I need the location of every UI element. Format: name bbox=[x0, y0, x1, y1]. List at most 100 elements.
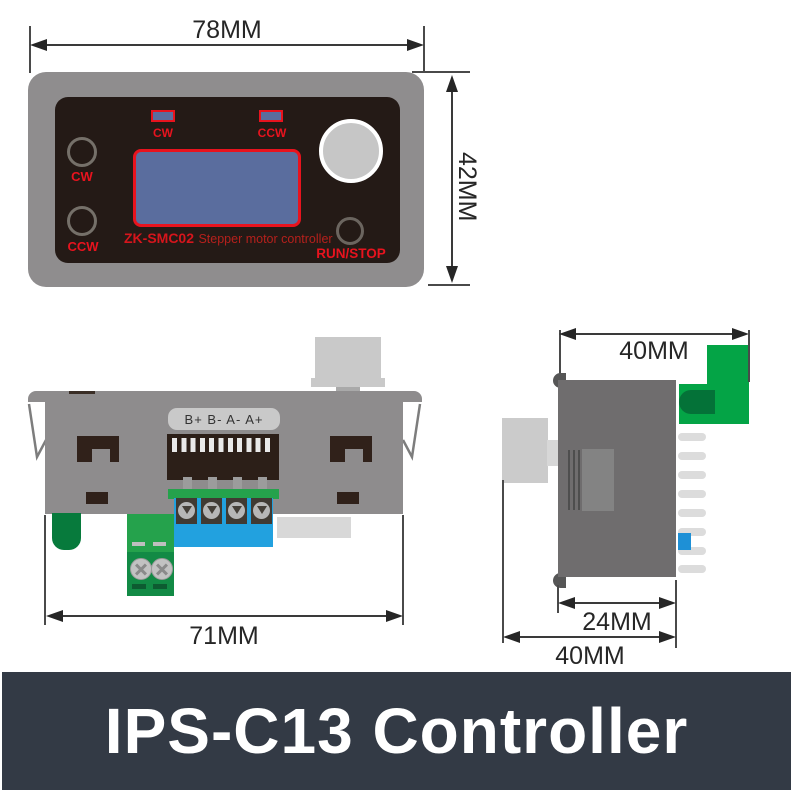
arrow-left-icon bbox=[46, 610, 63, 622]
arrow-left-icon bbox=[30, 39, 47, 51]
arrow-right-icon bbox=[659, 631, 676, 643]
screw-head bbox=[253, 502, 270, 519]
witness-line bbox=[402, 515, 404, 625]
arrow-right-icon bbox=[407, 39, 424, 51]
witness-line bbox=[44, 515, 46, 625]
side-body bbox=[558, 380, 676, 577]
blue-component bbox=[678, 533, 691, 550]
screw-head bbox=[228, 502, 245, 519]
terminal-screw bbox=[201, 498, 222, 524]
ccw-led-label: CCW bbox=[257, 126, 287, 140]
knob-side-neck bbox=[547, 440, 558, 466]
model-text-row: ZK-SMC02 Stepper motor controller bbox=[124, 230, 333, 248]
witness-line bbox=[412, 71, 470, 73]
witness-line bbox=[748, 330, 750, 382]
terminal-labels: B+ B- A- A+ bbox=[184, 411, 264, 427]
dimension-line bbox=[574, 333, 734, 335]
dimension-label: 40MM bbox=[619, 337, 689, 365]
pcb-connector bbox=[679, 390, 715, 414]
mounting-clips bbox=[27, 403, 422, 461]
run-stop-button bbox=[336, 217, 364, 245]
body-inset bbox=[582, 449, 614, 511]
dimension-line bbox=[573, 602, 661, 604]
terminal-name-plate: B+ B- A- A+ bbox=[168, 408, 280, 430]
knob-back-neck bbox=[336, 387, 360, 393]
body-groove bbox=[578, 450, 580, 510]
body-groove bbox=[573, 450, 575, 510]
ccw-button-label: CCW bbox=[67, 239, 99, 254]
dimension-label: 40MM bbox=[555, 642, 625, 670]
screw-head bbox=[203, 502, 220, 519]
dimension-line bbox=[518, 636, 661, 638]
connector-pin bbox=[183, 477, 192, 494]
witness-line bbox=[675, 580, 677, 648]
arrow-up-icon bbox=[446, 75, 458, 92]
knob-back bbox=[315, 337, 381, 381]
header-pin bbox=[678, 452, 706, 460]
dimension-line bbox=[44, 44, 408, 46]
pcb-edge-strip bbox=[168, 489, 279, 499]
rear-slot-left bbox=[86, 492, 108, 504]
screw-slot bbox=[256, 506, 267, 514]
pcb-vertical bbox=[707, 345, 749, 387]
wire-slot bbox=[153, 584, 167, 589]
screw-slot bbox=[206, 506, 217, 514]
arrow-left-icon bbox=[503, 631, 520, 643]
connector-pin bbox=[233, 477, 242, 494]
dimension-label: 24MM bbox=[582, 608, 652, 636]
witness-line bbox=[559, 330, 561, 378]
rear-slot-right bbox=[337, 492, 359, 504]
terminal-screw bbox=[176, 498, 197, 524]
dimension-label: 78MM bbox=[192, 16, 262, 44]
dimension-label: 42MM bbox=[453, 152, 481, 222]
dimension-label: 71MM bbox=[189, 622, 259, 650]
clip-notch bbox=[92, 449, 110, 462]
header-pin bbox=[678, 509, 706, 517]
cw-led-indicator bbox=[151, 110, 175, 122]
connector-comb bbox=[172, 438, 274, 452]
power-screw bbox=[130, 558, 152, 580]
connector-pin bbox=[258, 477, 267, 494]
cw-led-label: CW bbox=[153, 126, 173, 140]
header-pin bbox=[678, 547, 706, 555]
knob-back-flange bbox=[311, 378, 385, 387]
rear-gray-part bbox=[277, 517, 351, 538]
arrow-left-icon bbox=[558, 597, 575, 609]
dimension-line bbox=[62, 615, 388, 617]
header-pin bbox=[678, 528, 706, 536]
arrow-left-icon bbox=[559, 328, 576, 340]
terminal-screw bbox=[251, 498, 272, 524]
title-banner: IPS-C13 Controller bbox=[2, 672, 791, 790]
terminal-screw bbox=[226, 498, 247, 524]
rotary-knob bbox=[319, 119, 383, 183]
dimension-line bbox=[451, 90, 453, 268]
arrow-right-icon bbox=[386, 610, 403, 622]
header-pin bbox=[678, 433, 706, 441]
flange-notch bbox=[69, 391, 95, 394]
clip-notch bbox=[345, 449, 363, 462]
header-pin bbox=[678, 471, 706, 479]
screw-slot bbox=[181, 506, 192, 514]
header-pin bbox=[678, 565, 706, 573]
connector-pin bbox=[208, 477, 217, 494]
left-spring-clip bbox=[27, 403, 48, 461]
screw-head bbox=[178, 502, 195, 519]
ccw-led-indicator bbox=[259, 110, 283, 122]
run-stop-label: RUN/STOP bbox=[316, 246, 386, 261]
power-screw bbox=[151, 558, 173, 580]
product-title: IPS-C13 Controller bbox=[104, 695, 689, 767]
knob-side bbox=[502, 418, 548, 483]
model-description: Stepper motor controller bbox=[198, 232, 333, 246]
rear-top-flange bbox=[28, 391, 422, 402]
cw-button bbox=[67, 137, 97, 167]
header-pin bbox=[678, 490, 706, 498]
lcd-display bbox=[133, 149, 301, 227]
cw-button-label: CW bbox=[71, 169, 93, 184]
witness-line bbox=[423, 26, 425, 73]
ccw-button bbox=[67, 206, 97, 236]
witness-line bbox=[502, 480, 504, 643]
terminal-slot-mark bbox=[132, 542, 145, 546]
body-groove bbox=[568, 450, 570, 510]
wire-slot bbox=[132, 584, 146, 589]
